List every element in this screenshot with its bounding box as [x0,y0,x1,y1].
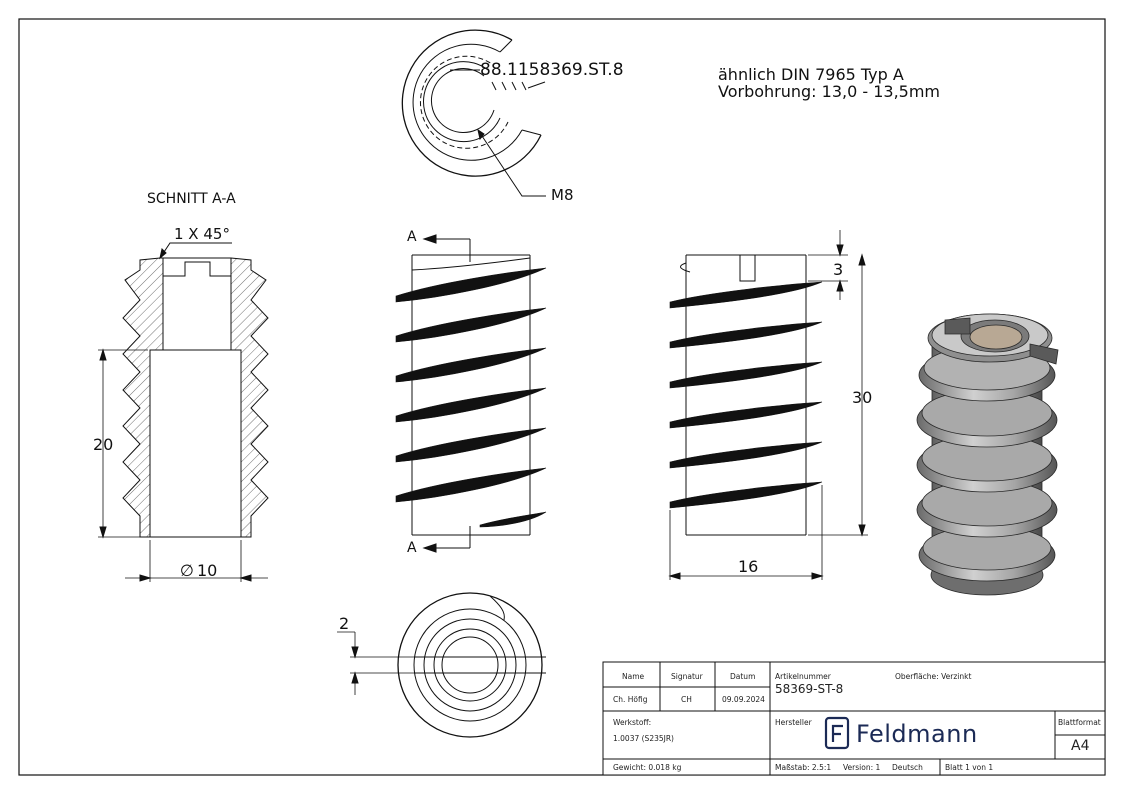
tb-header-name: Name [622,672,645,681]
tb-version: Version: 1 [843,763,881,772]
brand-logo: Feldmann [856,720,978,748]
section-view [98,242,269,582]
dim-bore-depth: 20 [93,435,114,454]
tb-hersteller-label: Hersteller [775,718,812,727]
dim-diameter-symbol: ∅ [180,561,194,580]
tb-header-datum: Datum [730,672,756,681]
side-view [668,230,868,580]
section-marker-top: A [407,229,417,245]
dim-slot-depth: 3 [833,260,844,279]
dim-width: 16 [738,557,759,576]
dim-diameter: 10 [197,561,218,580]
tb-sprache: Deutsch [892,763,923,772]
title-block [602,661,1106,776]
section-title: SCHNITT A-A [147,191,236,207]
tb-artikelnummer-label: Artikelnummer [775,672,831,681]
dim-slot-width: 2 [339,614,350,633]
tb-oberflaeche: Oberfläche: Verzinkt [895,672,972,681]
thread-label: M8 [551,186,574,204]
tb-massstab: Maßstab: 2.5:1 [775,763,832,772]
tb-signatur: CH [681,695,692,704]
tb-werkstoff-label: Werkstoff: [613,718,652,727]
tb-gewicht: Gewicht: 0.018 kg [613,763,682,772]
bottom-view [337,592,546,738]
tb-name: Ch. Höfig [613,695,648,704]
section-marker-bottom: A [407,540,417,556]
top-view [401,29,546,197]
tb-datum: 09.09.2024 [722,695,765,704]
part-code-label: 88.1158369.ST.8 [480,60,624,80]
dim-length: 30 [852,388,873,407]
front-view [395,234,547,553]
note-pre-drill: Vorbohrung: 13,0 - 13,5mm [718,82,941,101]
tb-blattformat: A4 [1071,738,1090,754]
tb-header-signatur: Signatur [671,672,703,681]
sheet-border [18,18,1106,776]
tb-artikelnummer: 58369-ST-8 [775,682,844,696]
chamfer-label: 1 X 45° [174,225,230,243]
tb-blattformat-label: Blattformat [1058,718,1101,727]
insert-3d-view [916,313,1059,596]
note-din: ähnlich DIN 7965 Typ A [718,65,904,84]
tb-blatt: Blatt 1 von 1 [945,763,994,772]
tb-werkstoff: 1.0037 (S235JR) [613,734,674,743]
